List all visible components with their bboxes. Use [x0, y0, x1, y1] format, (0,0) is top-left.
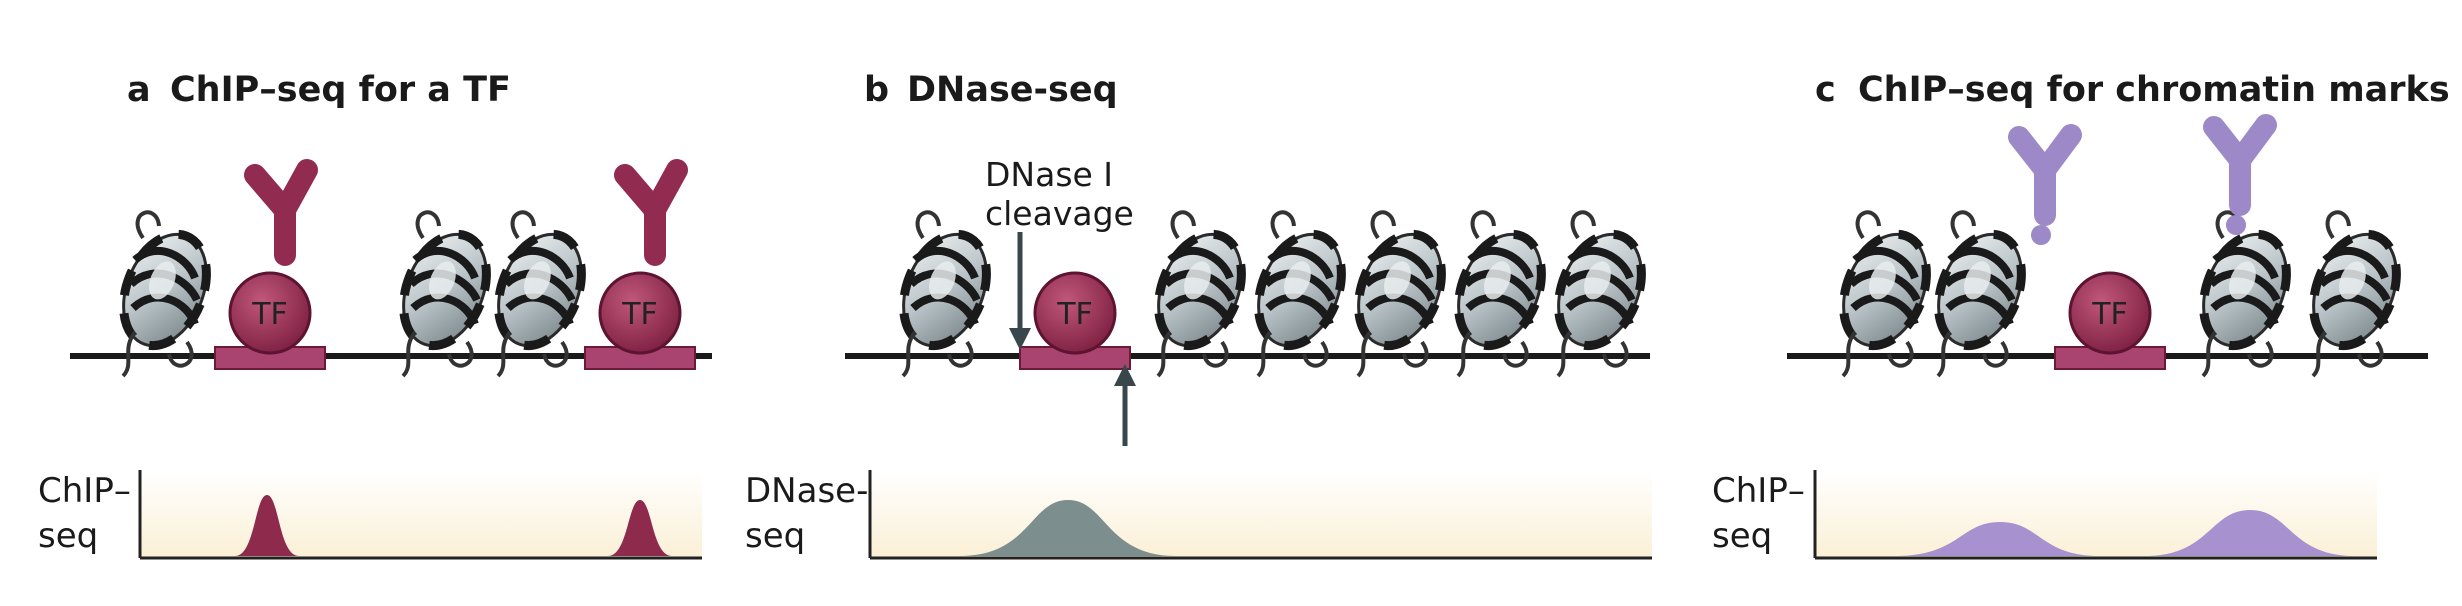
nucleosome: [1923, 212, 2037, 376]
nucleosome: [1243, 212, 1357, 376]
chip-peak: [608, 500, 672, 556]
histone-mark-antibody: [2214, 125, 2266, 235]
tf-label: TF: [621, 297, 658, 332]
panel-c-title: ChIP–seq for chromatin marks: [1858, 70, 2450, 110]
tf-protein: TF: [1018, 271, 1132, 371]
panel-b: b DNase-seq TF DNase I cleavage DNase- s…: [745, 70, 1657, 560]
panel-a-title: ChIP–seq for a TF: [170, 70, 511, 110]
panel-a: a ChIP–seq for a TF TF TF ChIP– seq: [38, 70, 712, 560]
track-label-cont: seq: [1712, 516, 1772, 556]
chip-peak: [235, 495, 299, 556]
tf-protein: TF: [583, 271, 697, 371]
nucleosome: [108, 212, 222, 376]
histone-mark-antibody: [2019, 135, 2071, 245]
cleavage-annotation-cont: cleavage: [985, 194, 1134, 233]
dnase-peak: [960, 500, 1176, 556]
nucleosome: [388, 212, 502, 376]
tf-antibody: [255, 170, 307, 255]
track-label: ChIP–: [38, 471, 131, 511]
nucleosome: [1443, 212, 1557, 376]
nucleosome: [1828, 212, 1942, 376]
track-label-cont: seq: [745, 516, 805, 556]
cleavage-arrow-down: [1009, 232, 1031, 350]
tf-protein: TF: [2053, 271, 2167, 371]
nucleosome: [888, 212, 1002, 376]
tf-label: TF: [1056, 297, 1093, 332]
panel-c-letter: c: [1815, 70, 1836, 110]
tf-antibody: [625, 170, 677, 255]
nucleosome: [2188, 212, 2302, 376]
panel-c: c ChIP–seq for chromatin marks TF ChIP– …: [1712, 70, 2450, 560]
tf-protein: TF: [213, 271, 327, 371]
panel-a-letter: a: [127, 70, 151, 110]
nucleosome: [483, 212, 597, 376]
tf-label: TF: [251, 297, 288, 332]
signal-track: [138, 470, 702, 560]
nucleosome: [1543, 212, 1657, 376]
signal-track: [1813, 470, 2377, 560]
mark-peak: [1895, 522, 2100, 556]
panel-b-title: DNase-seq: [907, 70, 1118, 110]
signal-track: [868, 470, 1652, 560]
track-label: DNase-: [745, 471, 868, 511]
panel-b-letter: b: [864, 70, 889, 110]
cleavage-annotation: DNase I: [985, 155, 1113, 194]
tf-label: TF: [2091, 297, 2128, 332]
mark-peak: [2145, 510, 2355, 556]
nucleosome: [1143, 212, 1257, 376]
nucleosome: [1343, 212, 1457, 376]
cleavage-arrow-up: [1114, 364, 1136, 446]
track-label-cont: seq: [38, 516, 98, 556]
nucleosome: [2298, 212, 2412, 376]
track-label: ChIP–: [1712, 471, 1805, 511]
